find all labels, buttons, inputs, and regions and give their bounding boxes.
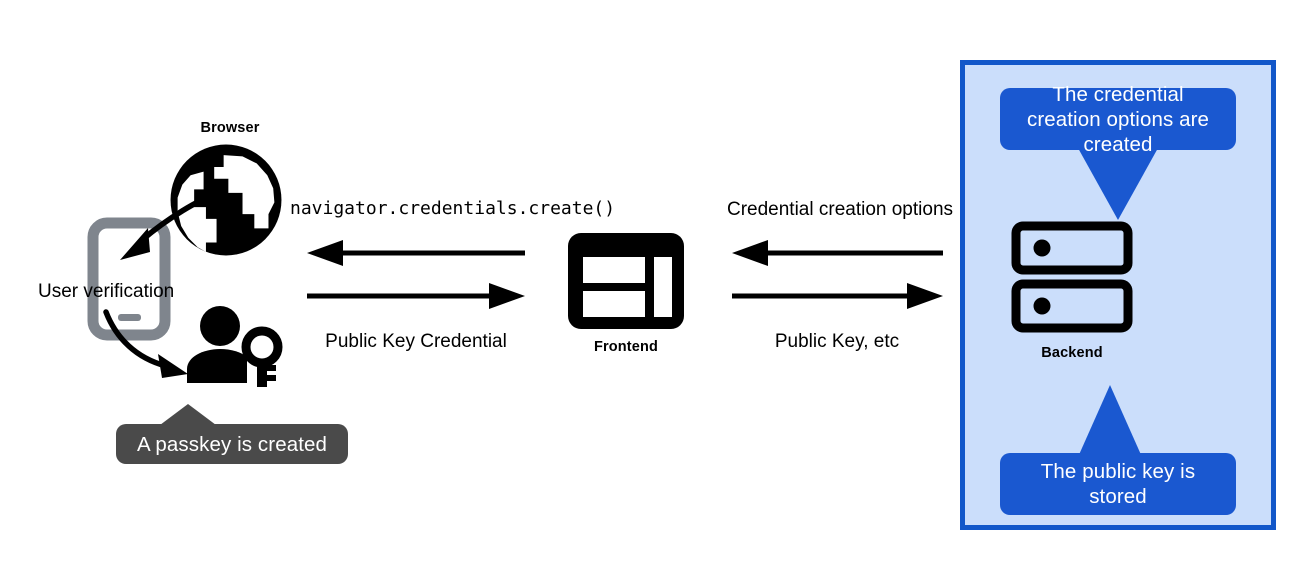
backend-callout-public-key-stored: The public key is stored bbox=[1000, 453, 1236, 515]
flow-label-public-key-credential: Public Key Credential bbox=[325, 331, 507, 352]
passkey-created-callout: A passkey is created bbox=[116, 424, 348, 464]
arrow-backend-to-frontend bbox=[730, 240, 945, 266]
arrow-frontend-to-backend bbox=[730, 283, 945, 309]
arrow-browser-to-phone bbox=[98, 186, 228, 271]
flow-label-navigator-create: navigator.credentials.create() bbox=[290, 198, 616, 219]
flow-label-credential-creation-options: Credential creation options bbox=[726, 199, 954, 220]
globe-icon bbox=[167, 141, 285, 259]
callout-tail-top bbox=[1078, 148, 1158, 220]
backend-label: Backend bbox=[1041, 345, 1103, 361]
arrow-browser-to-frontend bbox=[305, 283, 527, 309]
server-racks-icon bbox=[1011, 221, 1133, 334]
user-verification-label: User verification bbox=[38, 281, 175, 302]
browser-label: Browser bbox=[200, 120, 260, 136]
backend-callout-credential-options: The credential creation options are crea… bbox=[1000, 83, 1236, 156]
person-with-key-icon bbox=[183, 305, 287, 389]
smartphone-icon bbox=[87, 217, 171, 341]
frontend-label: Frontend bbox=[593, 339, 659, 355]
layout-dashboard-icon bbox=[565, 230, 687, 332]
flow-label-public-key-etc: Public Key, etc bbox=[774, 331, 900, 352]
arrow-frontend-to-browser bbox=[305, 240, 527, 266]
arrow-phone-to-user bbox=[100, 308, 210, 388]
callout-tail-bottom bbox=[1078, 385, 1142, 457]
